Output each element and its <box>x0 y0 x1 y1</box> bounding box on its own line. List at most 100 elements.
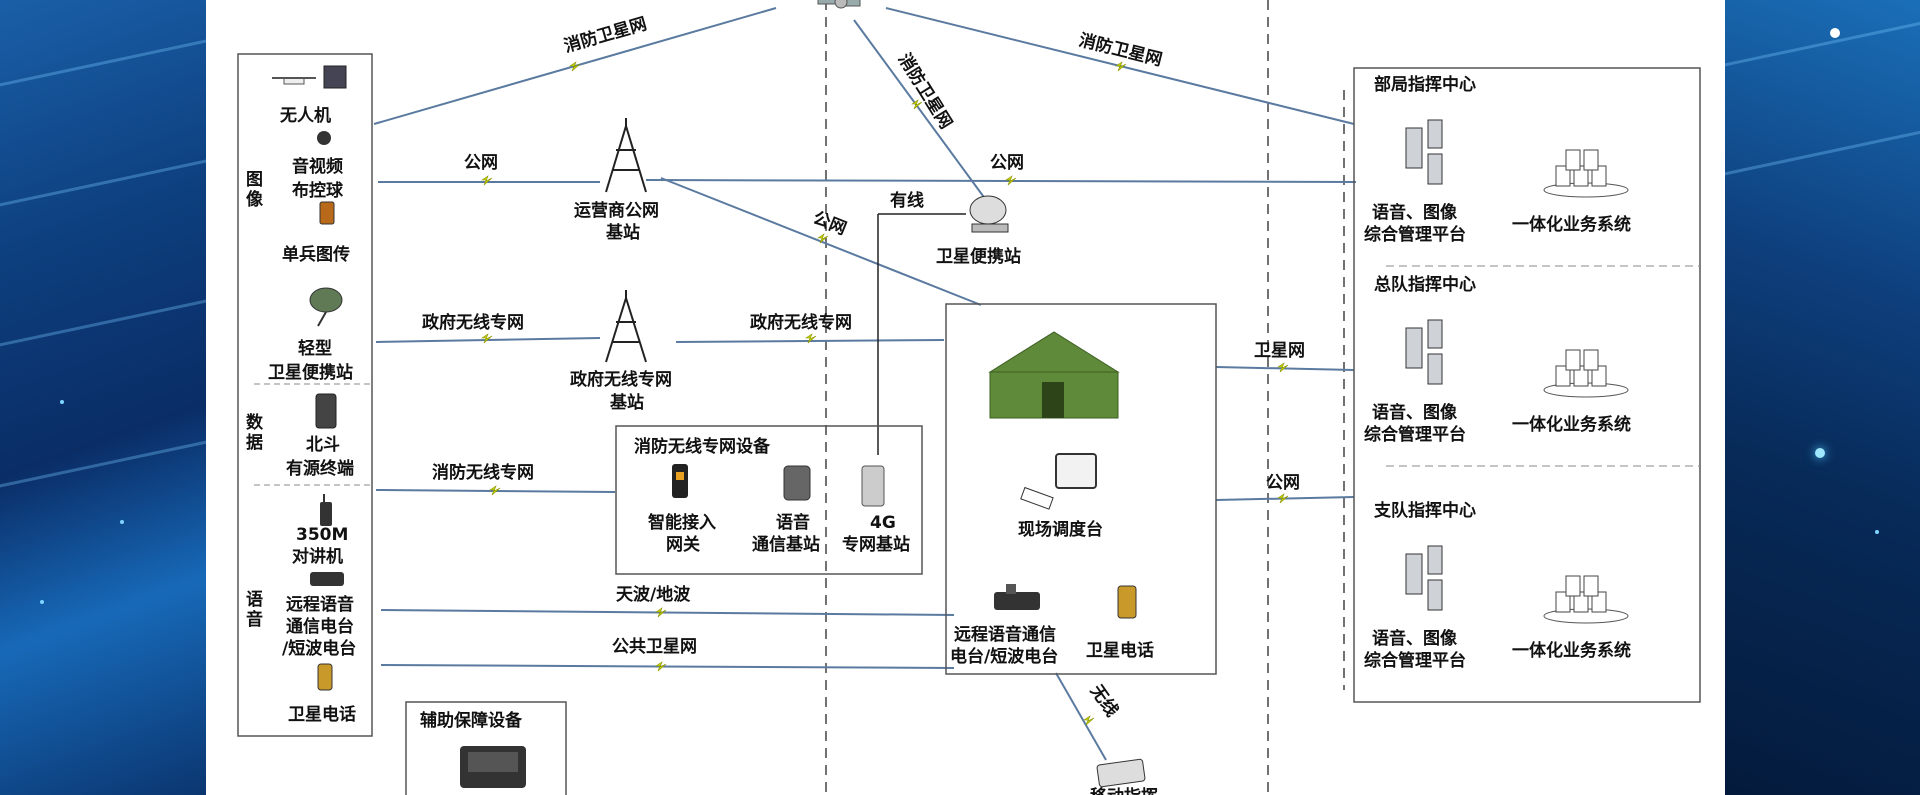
category-image-char1: 图 <box>246 170 263 190</box>
cell-tower-icon <box>605 118 647 193</box>
gov-bs-label-2: 基站 <box>609 392 644 413</box>
label-public-net-1: 公网 <box>464 153 498 173</box>
equipment-case-icon <box>460 746 526 788</box>
gateway-icon <box>672 464 688 498</box>
label-public-net-2: 公网 <box>990 153 1024 173</box>
tablet-icon <box>1096 758 1146 788</box>
aux-title: 辅助保障设备 <box>420 710 523 731</box>
gateway-label-1: 智能接入 <box>648 512 716 533</box>
remote-radio-label-2: 通信电台 <box>286 616 354 637</box>
category-data-char1: 数 <box>246 412 264 433</box>
operator-bs-label-1: 运营商公网 <box>574 200 659 221</box>
fire-equipment-box <box>615 425 923 575</box>
label-sat-net: 卫星网 <box>1254 341 1305 361</box>
console-computer-icon <box>1020 453 1097 510</box>
remote-radio-node-label-1: 远程语音通信 <box>954 624 1056 645</box>
gateway-label-2: 网关 <box>666 534 700 555</box>
category-data-char2: 据 <box>246 432 263 453</box>
label-gov-net-1: 政府无线专网 <box>422 312 524 333</box>
background-left <box>0 0 206 795</box>
soldier-video-label: 单兵图传 <box>282 244 350 265</box>
network-diagram: 消防卫星网 消防卫星网 消防卫星网 公网 公网 公网 有线 政府无线专网 政府无… <box>237 0 1701 795</box>
video-transmitter-icon <box>319 201 335 225</box>
label-fire-wireless: 消防无线专网 <box>432 462 534 483</box>
label-public-sat: 公共卫星网 <box>612 637 697 657</box>
diagram-panel: 消防卫星网 消防卫星网 消防卫星网 公网 公网 公网 有线 政府无线专网 政府无… <box>206 0 1725 795</box>
radio-station-icon <box>310 572 344 586</box>
field-command-box <box>945 303 1217 675</box>
sat-phone-icon <box>317 663 333 691</box>
dispatch-console-label: 现场调度台 <box>1018 519 1103 540</box>
business-system-label: 一体化业务系统 <box>1512 640 1631 661</box>
sat-phone-node-icon <box>1117 585 1137 619</box>
label-sky-ground: 天波/地波 <box>616 584 691 605</box>
light-satellite-icon <box>309 287 343 327</box>
walkie-talkie-icon <box>320 494 332 526</box>
business-system-icon <box>1543 575 1629 624</box>
fire-equipment-title: 消防无线专网设备 <box>634 436 771 457</box>
remote-radio-label-3: /短波电台 <box>282 638 356 659</box>
voice-bs-label-1: 语音 <box>776 512 810 533</box>
background-right <box>1725 0 1920 795</box>
lte-bs-icon <box>861 465 885 507</box>
camera-ball-icon <box>317 131 331 145</box>
platform-label-1: 语音、图像 <box>1372 202 1458 223</box>
command-center: 部局指挥中心语音、图像综合管理平台一体化业务系统 <box>1364 74 1631 245</box>
light-sat-label-2: 卫星便携站 <box>268 362 353 383</box>
satellite-dish-icon <box>969 195 1009 233</box>
remote-radio-node-label-2: 电台/短波电台 <box>950 646 1058 667</box>
center-title: 部局指挥中心 <box>1374 74 1476 95</box>
link-lines <box>373 7 1357 761</box>
command-centers-box <box>1353 67 1701 703</box>
label-wireless: 无线 <box>1085 680 1122 721</box>
light-sat-label-1: 轻型 <box>298 338 332 359</box>
walkie-label-1: 350M <box>296 525 348 545</box>
left-device-box <box>237 53 373 737</box>
platform-label-2: 综合管理平台 <box>1364 224 1466 245</box>
platform-label-2: 综合管理平台 <box>1364 650 1466 671</box>
business-system-icon <box>1543 349 1629 398</box>
label-fire-sat-3: 消防卫星网 <box>894 50 957 133</box>
beidou-terminal-icon <box>315 393 337 429</box>
radio-icon <box>994 584 1040 610</box>
mobile-cmd-label: 移动指挥 <box>1090 786 1158 795</box>
label-gov-net-2: 政府无线专网 <box>750 312 852 333</box>
center-title: 总队指挥中心 <box>1374 274 1476 295</box>
beidou-label-1: 北斗 <box>306 435 340 455</box>
operator-bs-label-2: 基站 <box>605 222 640 243</box>
gov-tower-icon <box>605 290 647 363</box>
drone-label: 无人机 <box>279 105 331 126</box>
aux-equipment-box <box>405 701 567 795</box>
category-voice-char2: 音 <box>246 609 263 630</box>
server-icon <box>1405 545 1443 611</box>
platform-label-1: 语音、图像 <box>1372 628 1458 649</box>
av-ball-label-2: 布控球 <box>292 180 344 201</box>
drone-icon <box>272 65 347 89</box>
business-system-label: 一体化业务系统 <box>1512 414 1631 435</box>
bolt-markers <box>481 61 1289 726</box>
label-fire-sat-1: 消防卫星网 <box>562 13 649 57</box>
beidou-label-2: 有源终端 <box>286 458 354 479</box>
category-voice-char1: 语 <box>246 590 263 610</box>
center-title: 支队指挥中心 <box>1374 500 1476 521</box>
category-image-char2: 像 <box>246 190 264 210</box>
satellite-icon <box>817 0 861 9</box>
voice-bs-icon <box>783 465 811 501</box>
label-public-net-3: 公网 <box>810 208 849 239</box>
sat-portable-label: 卫星便携站 <box>936 246 1021 267</box>
server-icon <box>1405 319 1443 385</box>
sat-phone-label: 卫星电话 <box>288 704 356 725</box>
platform-label-1: 语音、图像 <box>1372 402 1458 423</box>
server-icon <box>1405 119 1443 185</box>
label-wired: 有线 <box>890 190 924 211</box>
lte-bs-label-1: 4G <box>870 513 896 533</box>
gov-bs-label-1: 政府无线专网 <box>570 369 672 390</box>
av-ball-label-1: 音视频 <box>292 156 343 177</box>
business-system-icon <box>1543 149 1629 198</box>
walkie-label-2: 对讲机 <box>292 546 343 567</box>
platform-label-2: 综合管理平台 <box>1364 424 1466 445</box>
remote-radio-label-1: 远程语音 <box>286 594 354 615</box>
centers-group: 部局指挥中心语音、图像综合管理平台一体化业务系统总队指挥中心语音、图像综合管理平… <box>1364 74 1631 671</box>
